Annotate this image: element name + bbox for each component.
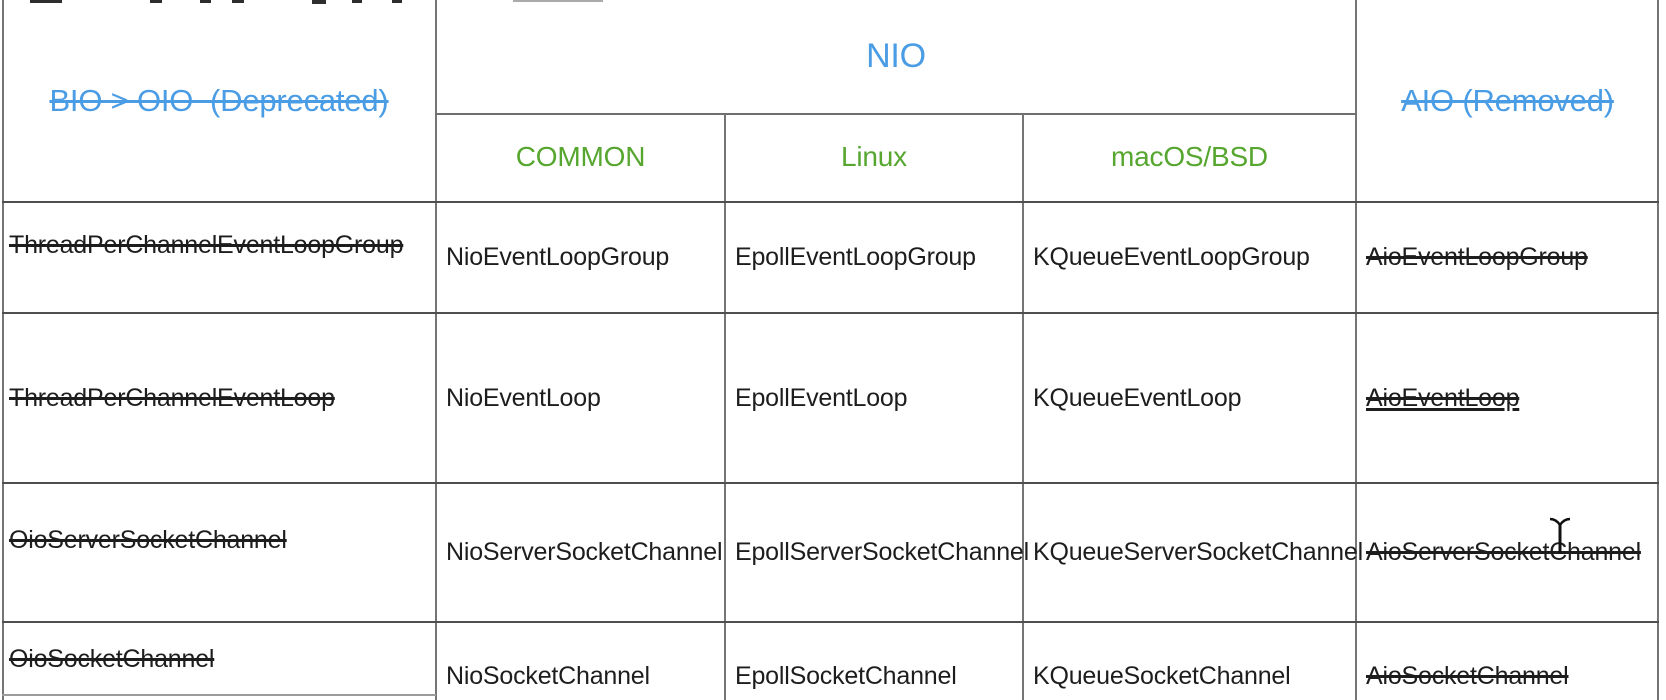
cell-nio-serversocketchannel: NioServerSocketChannel [446, 538, 723, 566]
cell-oio-serversocketchannel: OioServerSocketChannel [9, 526, 287, 554]
cell-bio-eventloopgroup: ThreadPerChannelEventLoopGroup [9, 231, 404, 259]
table-border-horizontal [2, 621, 1659, 623]
cell-epoll-socketchannel: EpollSocketChannel [735, 661, 957, 690]
cut-off-content-artifact [30, 0, 62, 3]
table-border-vertical [1657, 0, 1659, 700]
table-border-vertical [435, 0, 437, 700]
cell-epoll-eventloopgroup: EpollEventLoopGroup [735, 243, 976, 271]
cell-aio-socketchannel: AioSocketChannel [1366, 661, 1569, 690]
table-border-horizontal [2, 312, 1659, 314]
column-header-linux: Linux [841, 141, 907, 172]
text-ibeam-cursor-icon [1546, 516, 1574, 563]
cell-epoll-serversocketchannel: EpollServerSocketChannel [735, 538, 1029, 566]
cell-nio-eventloop: NioEventLoop [446, 383, 601, 412]
cell-epoll-eventloop: EpollEventLoop [735, 383, 908, 412]
cell-nio-eventloopgroup: NioEventLoopGroup [446, 243, 670, 271]
column-header-macos-bsd: macOS/BSD [1111, 141, 1268, 172]
cell-aio-eventloopgroup: AioEventLoopGroup [1366, 243, 1588, 271]
table-border-vertical [1355, 0, 1357, 700]
cut-off-content-artifact [352, 0, 362, 3]
table-border-horizontal [2, 482, 1659, 484]
cell-kqueue-socketchannel: KQueueSocketChannel [1033, 661, 1291, 690]
cut-off-content-artifact [392, 0, 402, 3]
cell-kqueue-serversocketchannel: KQueueServerSocketChannel [1033, 538, 1363, 566]
cut-off-content-artifact [200, 0, 211, 3]
column-header-nio: NIO [866, 37, 926, 75]
cut-off-content-artifact [312, 0, 326, 4]
column-header-common: COMMON [515, 141, 646, 172]
column-header-aio-removed: AIO (Removed) [1401, 83, 1614, 118]
table-border-horizontal [2, 694, 436, 696]
cell-oio-socketchannel: OioSocketChannel [9, 644, 215, 673]
table-border-vertical [2, 0, 4, 700]
cut-off-content-artifact [150, 0, 162, 3]
column-header-bio-oio-deprecated: BIO > OIO (Deprecated) [49, 83, 389, 118]
cell-kqueue-eventloop: KQueueEventLoop [1033, 383, 1242, 412]
cell-aio-eventloop: AioEventLoop [1366, 383, 1520, 412]
cell-aio-serversocketchannel: AioServerSocketChannel [1366, 538, 1641, 566]
cut-off-content-artifact [232, 0, 244, 3]
table-border-vertical [724, 113, 726, 700]
cell-nio-socketchannel: NioSocketChannel [446, 661, 650, 690]
cut-off-content-artifact [513, 0, 603, 2]
cell-bio-eventloop: ThreadPerChannelEventLoop [9, 383, 335, 412]
table-border-horizontal [436, 113, 1356, 115]
table-border-vertical [1022, 113, 1024, 700]
cell-kqueue-eventloopgroup: KQueueEventLoopGroup [1033, 243, 1310, 271]
table-border-horizontal [2, 201, 1659, 203]
